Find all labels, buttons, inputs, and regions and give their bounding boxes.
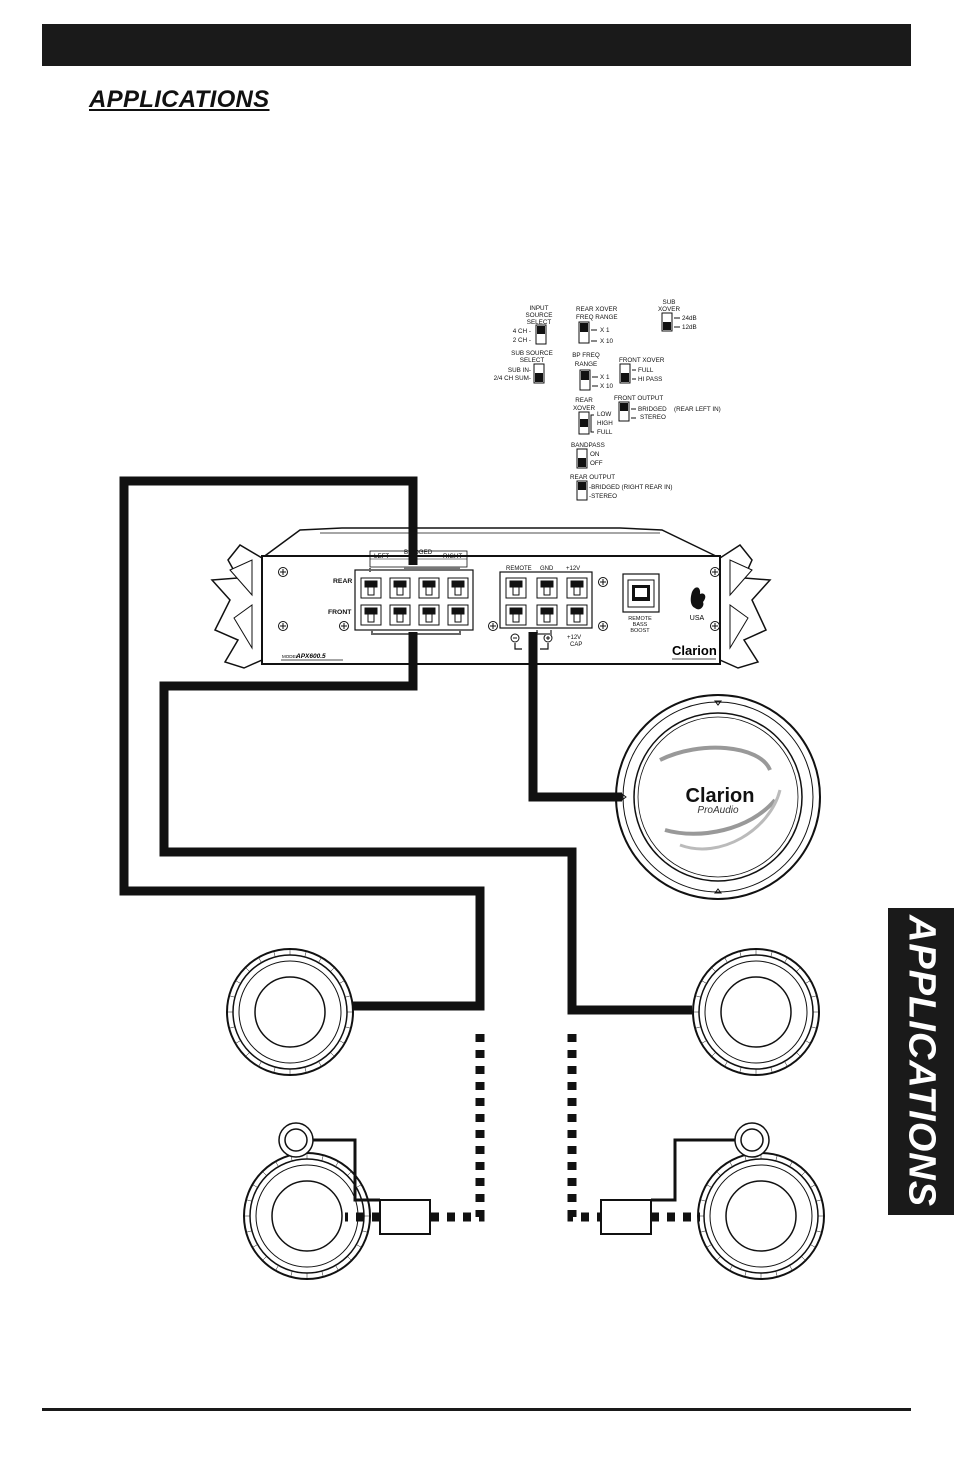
right-crossover: [600, 1199, 652, 1235]
rbb-label-3: BOOST: [630, 628, 650, 634]
power-terminal-top-2: [536, 577, 558, 599]
rear-output-bridged: -BRIDGED (RIGHT REAR IN): [589, 484, 673, 491]
power-terminal-bottom-2: [536, 604, 558, 626]
amp-right-label: RIGHT: [443, 553, 462, 560]
left-tweeter: [278, 1122, 314, 1158]
subwoofer: Clarion ProAudio: [615, 694, 821, 900]
right-woofer: [692, 948, 820, 1076]
left-component-woofer: [243, 1152, 371, 1280]
amplifier: BRIDGED LEFT RIGHT REAR FRONT REMOTE GND…: [210, 527, 772, 669]
rear-xover-title-2: XOVER: [573, 405, 595, 412]
sub-source-opt-in: SUB IN-: [508, 367, 531, 374]
power-terminal-bottom-3: [566, 604, 588, 626]
front-xover-full: FULL: [638, 367, 654, 374]
rear-xover-high: HIGH: [597, 420, 613, 427]
sub-xover-title-2: XOVER: [658, 306, 680, 313]
power-terminal-bottom-1: [505, 604, 527, 626]
rear-xover-freq-switch: [578, 321, 590, 344]
switch-settings-panel: INPUT SOURCE SELECT 4 CH - 2 CH - SUB SO…: [494, 299, 721, 501]
front-terminal-4: [447, 604, 469, 626]
sub-source-opt-sum: 2/4 CH SUM-: [494, 375, 531, 382]
input-source-opt-4ch: 4 CH -: [513, 328, 531, 335]
sub-xover-title: SUB: [663, 299, 676, 306]
front-terminal-2: [389, 604, 411, 626]
rear-xover-freq-x10: X 10: [600, 338, 613, 345]
amp-brand-label: Clarion: [672, 643, 717, 658]
sub-xover-12db: 12dB: [682, 324, 697, 331]
rear-output-stereo: -STEREO: [589, 493, 617, 500]
page-title: APPLICATIONS: [89, 86, 270, 113]
bp-freq-title-2: RANGE: [575, 361, 597, 368]
subwoofer-brand: Clarion: [686, 785, 755, 807]
bp-freq-x10: X 10: [600, 383, 613, 390]
bandpass-off: OFF: [590, 460, 603, 467]
amp-bridged-label: BRIDGED: [404, 549, 433, 556]
power-terminal-top-1: [505, 577, 527, 599]
front-terminal-1: [360, 604, 382, 626]
front-output-bridged: BRIDGED: [638, 406, 667, 413]
amp-front-label: FRONT: [328, 609, 352, 616]
front-output-note: (REAR LEFT IN): [674, 406, 721, 413]
amp-remote-label: REMOTE: [506, 566, 532, 572]
amp-left-label: LEFT: [374, 553, 389, 560]
amp-gnd-label: GND: [540, 566, 554, 572]
input-source-switch: [535, 324, 547, 345]
amp-cap-12v-label: +12V: [567, 635, 581, 641]
front-xover-title: FRONT XOVER: [619, 357, 665, 364]
front-xover-hipass: HI PASS: [638, 376, 662, 383]
front-output-stereo: STEREO: [640, 414, 666, 421]
front-output-switch: [618, 401, 630, 422]
front-output-title: FRONT OUTPUT: [614, 395, 663, 402]
footer-rule: [42, 1408, 911, 1411]
right-component-woofer: [697, 1152, 825, 1280]
rear-xover-title: REAR: [575, 397, 593, 404]
right-tweeter: [734, 1122, 770, 1158]
rear-output-switch: [576, 480, 588, 501]
bandpass-title: BANDPASS: [571, 442, 605, 449]
amp-model-prefix: MODEL: [282, 654, 299, 659]
input-source-title-3: SELECT: [527, 319, 552, 326]
amp-model-label: APX600.5: [295, 653, 326, 660]
power-terminal-top-3: [566, 577, 588, 599]
rear-xover-full: FULL: [597, 429, 613, 436]
rear-xover-freq-title: REAR XOVER: [576, 306, 618, 313]
sub-xover-24db: 24dB: [682, 315, 697, 322]
amp-rear-label: REAR: [333, 578, 352, 585]
input-source-title-2: SOURCE: [526, 312, 553, 319]
left-crossover: [379, 1199, 431, 1235]
rear-xover-low: LOW: [597, 411, 611, 418]
amp-usa-label: USA: [690, 615, 705, 622]
rear-terminal-1: [360, 577, 382, 599]
amp-12v-label: +12V: [566, 566, 580, 572]
bp-freq-title: BP FREQ: [572, 352, 600, 359]
rear-output-title: REAR OUTPUT: [570, 474, 615, 481]
input-source-title: INPUT: [530, 305, 549, 312]
left-woofer: [226, 948, 354, 1076]
rear-xover-freq-title-2: FREQ RANGE: [576, 314, 618, 321]
rear-terminal-3: [418, 577, 440, 599]
hand-logo-icon: [690, 587, 706, 610]
rear-terminal-2: [389, 577, 411, 599]
input-source-opt-2ch: 2 CH -: [513, 337, 531, 344]
subwoofer-sub-brand: ProAudio: [697, 805, 739, 816]
rear-xover-freq-x1: X 1: [600, 327, 610, 334]
header-bar: [42, 24, 911, 66]
rear-terminal-4: [447, 577, 469, 599]
rbb-label-1: REMOTE: [628, 616, 652, 622]
sub-source-title: SUB SOURCE: [511, 350, 553, 357]
front-terminal-3: [418, 604, 440, 626]
amp-cap-label: CAP: [570, 642, 582, 648]
rbb-label-2: BASS: [633, 622, 648, 628]
side-tab: APPLICATIONS: [888, 908, 954, 1215]
bandpass-on: ON: [590, 451, 600, 458]
sub-source-title-2: SELECT: [520, 357, 545, 364]
bp-freq-x1: X 1: [600, 374, 610, 381]
wiring: [119, 476, 735, 1222]
